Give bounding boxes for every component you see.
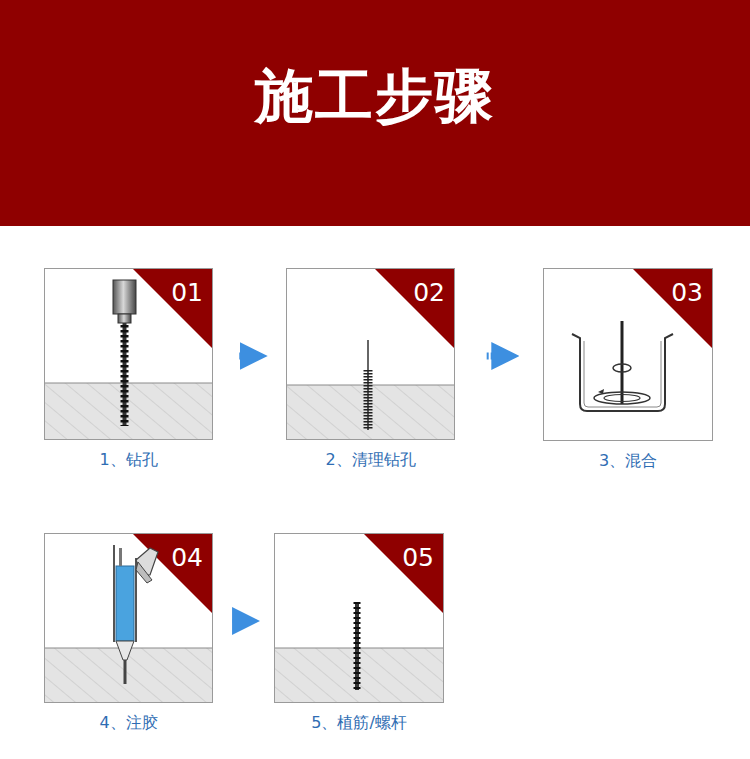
step-panel: 011、钻孔 — [44, 268, 213, 440]
step-arrow — [239, 353, 253, 360]
rebar-ribs — [354, 602, 361, 690]
step-panel: 022、清理钻孔 — [286, 268, 455, 440]
corner-triangle — [633, 269, 712, 348]
rebar — [355, 602, 359, 690]
step-number: 01 — [171, 279, 203, 307]
step-arrow — [487, 353, 506, 360]
brush-bristles — [364, 370, 373, 430]
drill-flute — [121, 325, 129, 426]
nozzle — [116, 641, 134, 660]
step-caption: 3、混合 — [524, 451, 732, 470]
corner-triangle — [364, 534, 443, 613]
drill-chuck — [113, 280, 136, 314]
step-caption: 4、注胶 — [25, 713, 232, 732]
banner — [0, 0, 750, 226]
gun-frame — [113, 545, 115, 642]
step-panel: 055、植筋/螺杆 — [274, 533, 444, 703]
step-caption: 1、钻孔 — [25, 450, 232, 469]
corner-triangle — [375, 269, 454, 348]
step-caption: 5、植筋/螺杆 — [255, 713, 463, 732]
drill-bit — [123, 323, 127, 426]
step-number: 04 — [171, 544, 203, 572]
glue-cartridge — [116, 566, 134, 641]
step-number: 02 — [413, 279, 445, 307]
page-title: 施工步骤 — [0, 62, 750, 132]
brush-handle — [367, 340, 369, 372]
corner-triangle — [133, 534, 212, 613]
step-number: 03 — [671, 279, 703, 307]
step-panel: 044、注胶 — [44, 533, 213, 703]
step-number: 05 — [402, 544, 434, 572]
step-panel: 033、混合 — [543, 268, 713, 441]
step-caption: 2、清理钻孔 — [267, 450, 474, 469]
corner-triangle — [133, 269, 212, 348]
step-arrow — [235, 618, 246, 625]
